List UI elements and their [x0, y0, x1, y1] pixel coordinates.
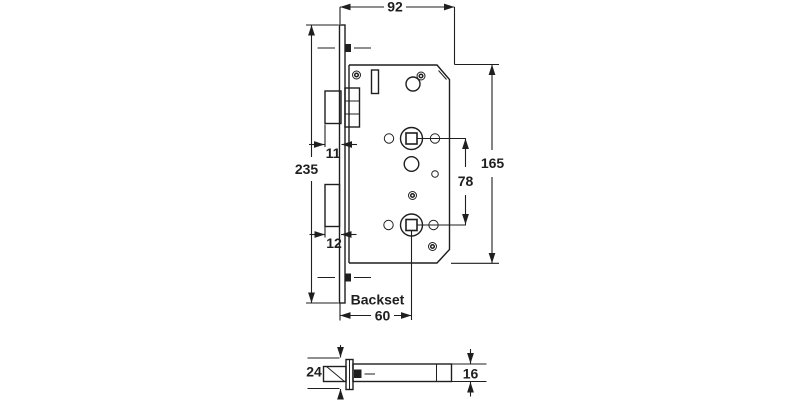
- mounting-slot: [370, 69, 380, 95]
- dimension-follower-spacing: 78: [458, 138, 474, 225]
- dimension-case-height: 165: [451, 63, 505, 264]
- dim-case-thickness-label: 16: [463, 366, 479, 382]
- case-hole-top: [405, 76, 421, 92]
- screw-icon: [351, 70, 362, 80]
- dimension-backset: Backset 60: [339, 292, 412, 324]
- dim-faceplate-width-label: 24: [306, 364, 322, 380]
- lock-case-outline: [348, 64, 451, 264]
- dimension-case-width: 92: [339, 0, 456, 65]
- dim-case-width-label: 92: [387, 0, 403, 15]
- latch-mechanism-block: [344, 87, 361, 128]
- dim-follower-spacing-label: 78: [458, 173, 474, 189]
- latch-bolt: [324, 90, 342, 125]
- dim-deadbolt-protrusion-label: 12: [326, 235, 342, 251]
- faceplate-side: [345, 358, 354, 391]
- screw-icon: [416, 71, 426, 81]
- dim-backset-value-label: 60: [375, 308, 391, 324]
- chamfer-inner-bottom: [439, 251, 448, 261]
- latch-bolt-side: [322, 365, 347, 383]
- faceplate-stud-top: [317, 44, 371, 52]
- front-view: [317, 24, 466, 320]
- case-hole-small: [431, 170, 439, 178]
- dim-latch-protrusion-label: 11: [326, 145, 341, 161]
- faceplate-stud-side: [354, 369, 375, 378]
- dimension-faceplate-height: 235: [295, 24, 339, 304]
- faceplate: [338, 24, 346, 304]
- dimension-faceplate-width: 24: [306, 345, 344, 400]
- dimension-deadbolt-protrusion: 12: [309, 227, 357, 251]
- follower-bottom: [383, 213, 466, 237]
- dim-case-height-label: 165: [481, 155, 505, 171]
- faceplate-stud-bottom: [317, 273, 371, 282]
- screw-icon: [407, 190, 418, 201]
- follower-top: [383, 126, 466, 151]
- deadbolt: [324, 183, 341, 228]
- side-view: [322, 358, 453, 391]
- dim-faceplate-height-label: 235: [295, 161, 319, 177]
- lock-case-side: [352, 363, 453, 383]
- backset-text-label: Backset: [351, 292, 405, 308]
- case-hole-middle: [403, 155, 420, 172]
- dimension-latch-protrusion: 11: [309, 124, 357, 161]
- screw-icon: [427, 241, 438, 252]
- chamfer-inner-top: [438, 70, 447, 80]
- dimension-case-thickness: 16: [451, 349, 487, 397]
